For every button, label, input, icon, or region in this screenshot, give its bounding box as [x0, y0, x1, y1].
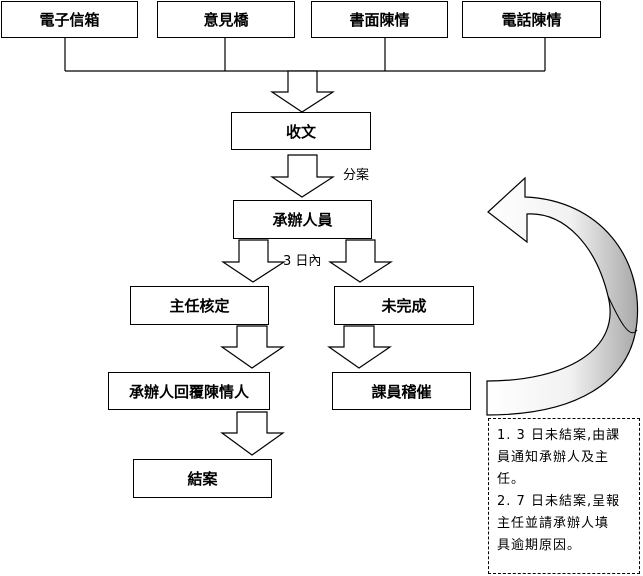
step-incomplete: 未完成 — [334, 286, 474, 325]
down-arrow-to-incomplete — [328, 239, 394, 283]
note-line: 2. 7 日未結案,呈報 — [497, 494, 621, 509]
channel-written-petition: 書面陳情 — [311, 1, 448, 38]
channel-bracket — [64, 38, 546, 72]
channel-email: 電子信箱 — [1, 1, 138, 38]
label-assign: 分案 — [343, 168, 370, 183]
down-arrow-to-handler — [270, 154, 336, 198]
channel-opinion-bridge: 意見橋 — [157, 1, 295, 38]
step-section-audit: 課員稽催 — [332, 372, 471, 410]
note-box: 1. 3 日未結案,由課 員通知承辦人及主 任。 2. 7 日未結案,呈報 主任… — [488, 418, 640, 574]
channel-phone-petition: 電話陳情 — [462, 1, 601, 38]
down-arrow-to-close — [220, 411, 285, 456]
step-close-case: 結案 — [133, 459, 272, 498]
note-line: 主任並請承辦人填 — [497, 516, 610, 531]
note-line: 具逾期原因。 — [497, 538, 582, 553]
down-arrow-to-audit — [327, 325, 392, 369]
step-handler: 承辦人員 — [233, 200, 372, 239]
down-arrow-to-reply — [220, 325, 285, 369]
curved-return-arrow — [486, 176, 639, 416]
step-receive: 收文 — [231, 112, 371, 150]
note-line: 1. 3 日未結案,由課 — [497, 428, 621, 443]
note-line: 員通知承辦人及主 — [497, 450, 610, 465]
step-reply-petitioner: 承辦人回覆陳情人 — [108, 372, 270, 410]
down-arrow-to-receive — [270, 70, 336, 113]
step-supervisor-review: 主任核定 — [130, 286, 269, 325]
note-line: 任。 — [497, 472, 526, 487]
label-within-3-days: 3 日內 — [283, 254, 322, 269]
down-arrow-to-supervisor — [221, 239, 287, 283]
